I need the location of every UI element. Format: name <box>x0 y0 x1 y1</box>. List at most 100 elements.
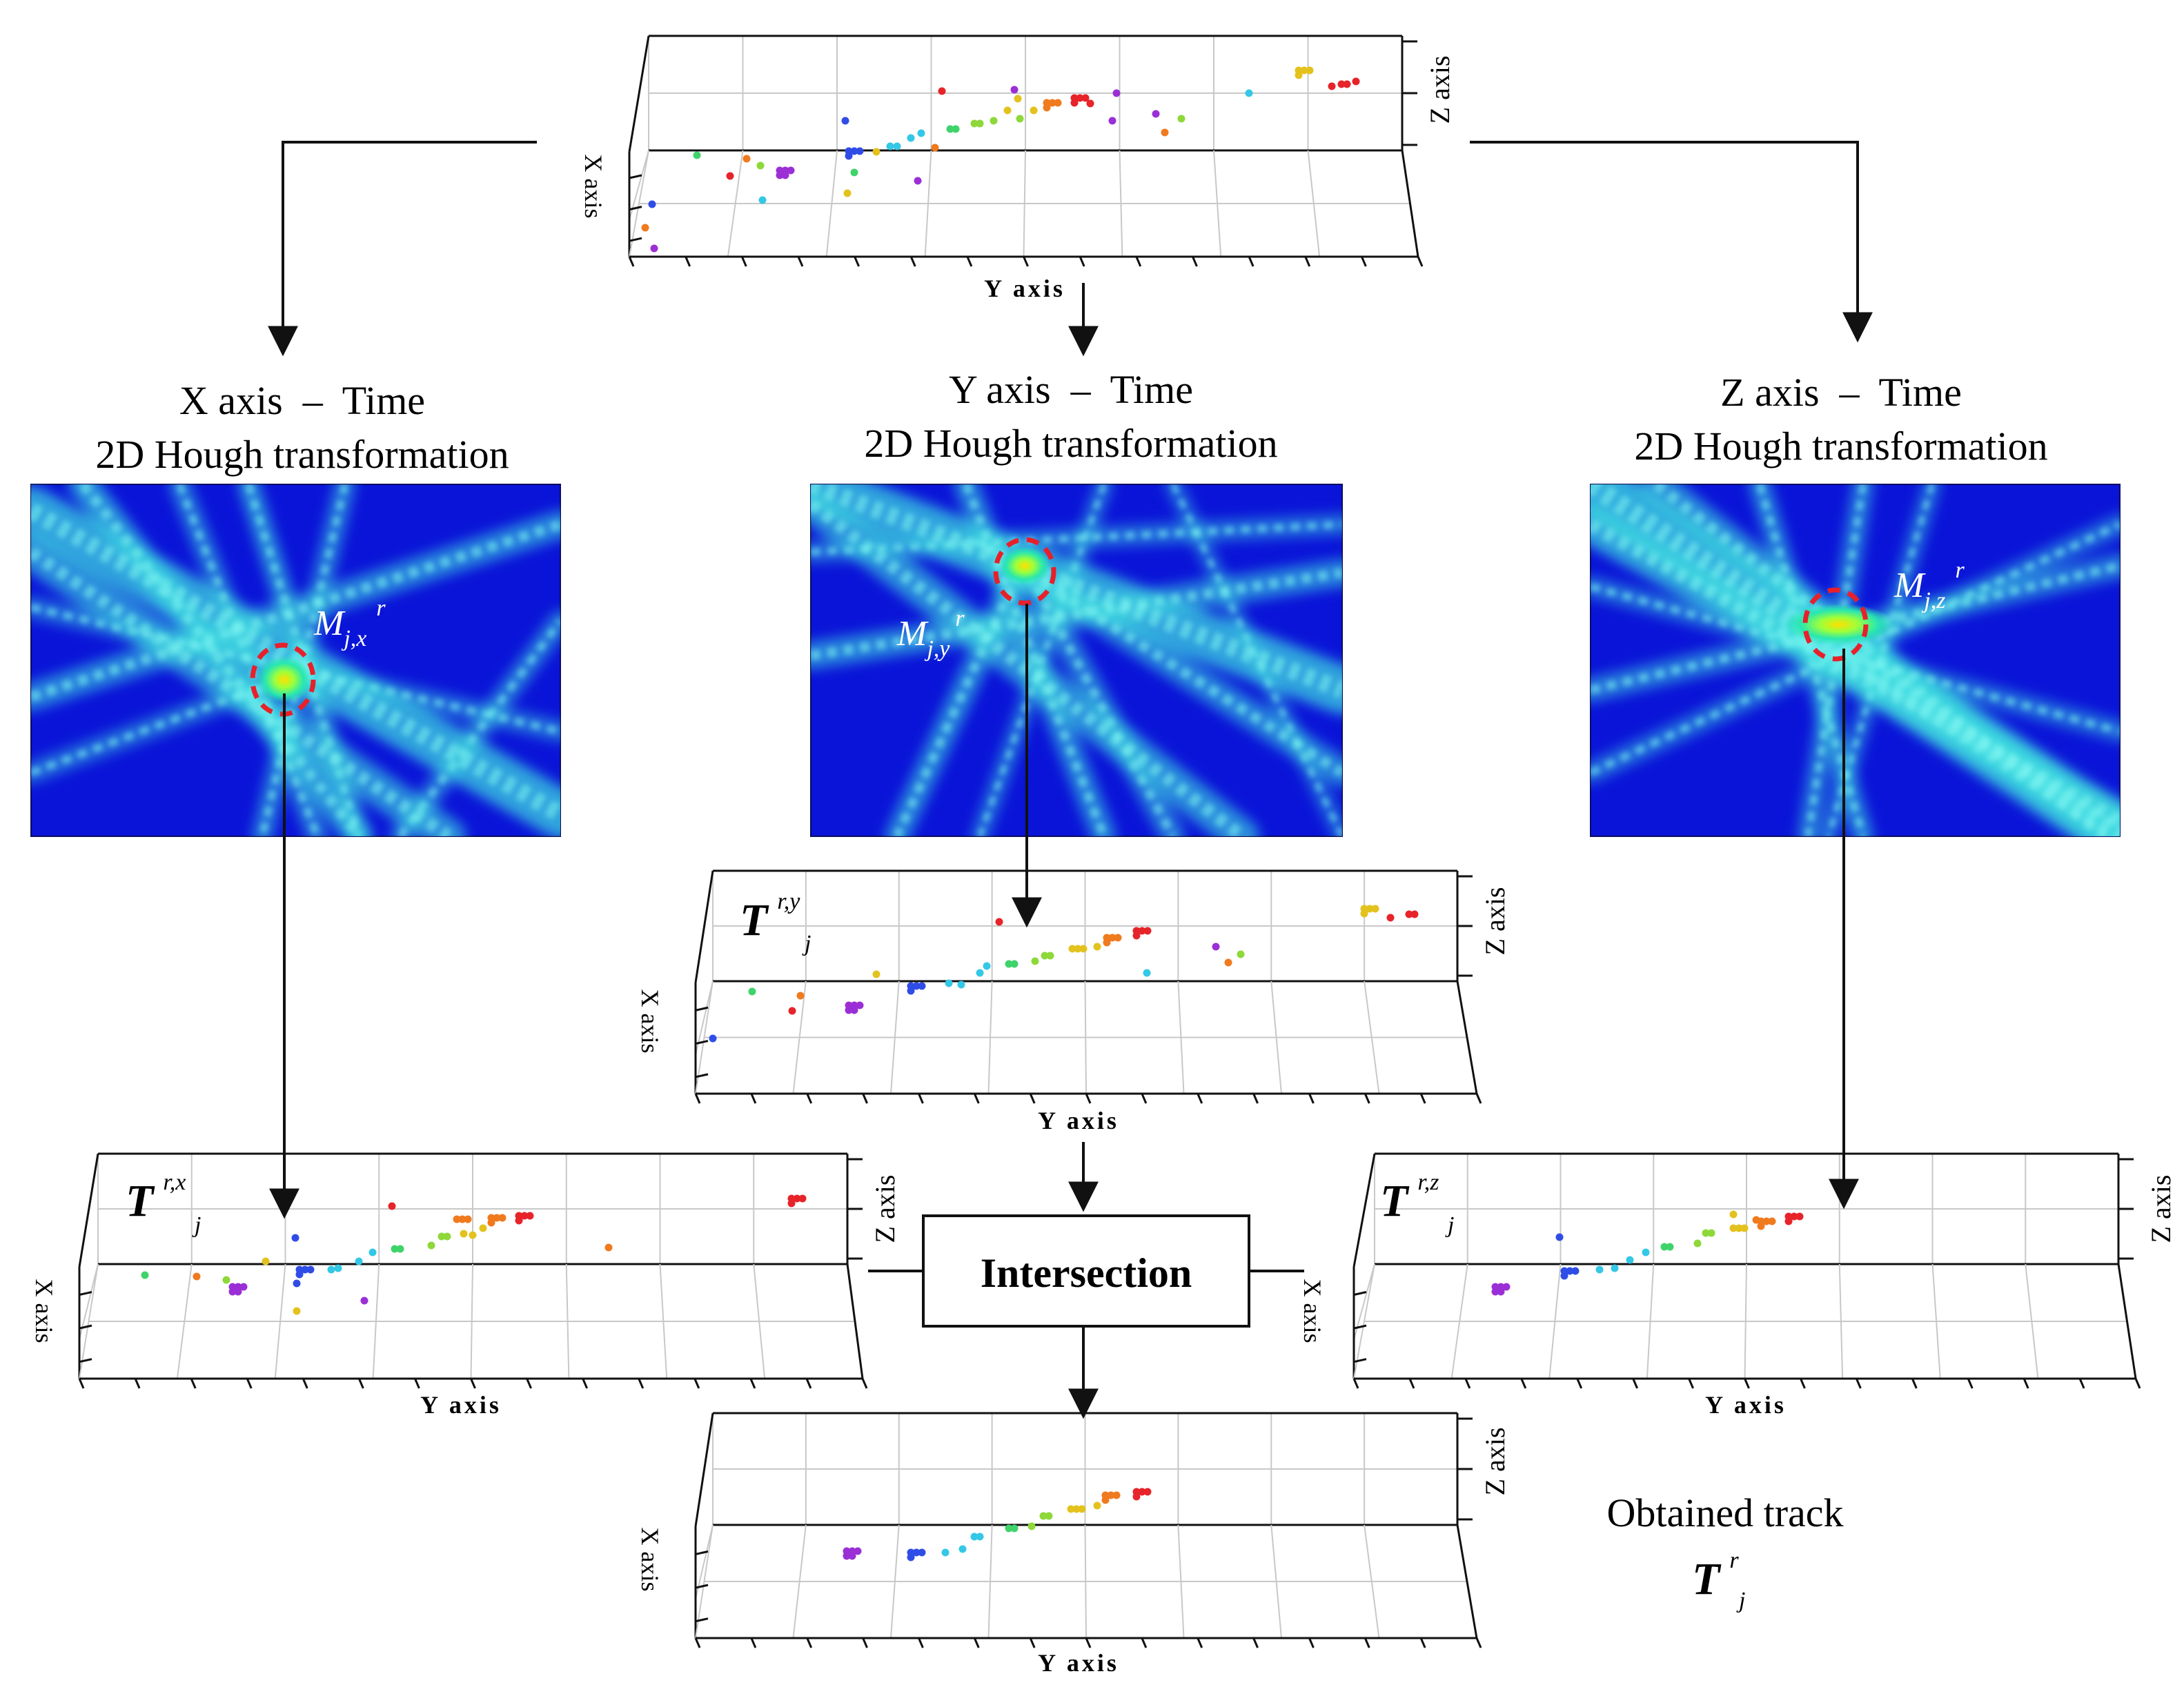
data-point <box>1039 1512 1047 1520</box>
tick <box>1023 256 1029 267</box>
tick <box>973 1637 980 1648</box>
tick <box>694 1637 701 1648</box>
z-axis-label: Z axis <box>1479 1428 1511 1496</box>
data-point <box>301 1265 309 1274</box>
track-points <box>141 1194 807 1315</box>
data-point <box>872 148 881 156</box>
data-point <box>856 147 864 155</box>
data-point <box>788 1007 796 1015</box>
y-axis-label: Y axis <box>1038 1107 1119 1134</box>
hough-map-x <box>30 484 561 837</box>
data-point <box>841 117 849 125</box>
frame-edge <box>694 1412 714 1527</box>
track-points <box>843 1488 1152 1561</box>
frame-edge <box>1456 1524 1478 1639</box>
track-points <box>1491 1210 1804 1296</box>
tick <box>685 256 691 267</box>
plot-frame <box>78 1152 868 1389</box>
hough-ridge <box>31 520 560 702</box>
data-point <box>1642 1248 1650 1256</box>
data-point <box>1003 106 1012 115</box>
hough-ridges-sharp <box>811 484 1342 836</box>
track-plot-final: Y axis Z axis X axis <box>636 1412 1511 1677</box>
data-point <box>854 1547 862 1555</box>
data-point <box>1112 1491 1121 1499</box>
hough-ridge <box>244 484 363 836</box>
data-point <box>1114 934 1122 942</box>
frame-edge <box>846 1263 864 1379</box>
hough-ridge <box>31 673 291 776</box>
data-point <box>1497 1288 1505 1296</box>
tick <box>1576 1378 1583 1389</box>
data-point <box>976 1532 984 1541</box>
frame-edge <box>2117 1263 2137 1379</box>
top-3d-track-plot: Y axis Z axis X axis <box>580 35 1455 302</box>
data-point <box>1068 945 1076 953</box>
obtained-track-label: Obtained track <box>1606 1490 1843 1535</box>
tick <box>78 1378 85 1389</box>
data-point <box>1067 1505 1075 1513</box>
data-point <box>938 87 946 95</box>
data-point <box>907 987 915 995</box>
hough-ridge <box>1825 484 1936 836</box>
tick <box>1967 1378 1974 1389</box>
data-point <box>1224 958 1232 967</box>
tick <box>750 1637 757 1648</box>
data-point <box>941 1548 950 1557</box>
tick <box>2078 1378 2085 1389</box>
data-point <box>262 1257 270 1265</box>
tick <box>1408 1378 1415 1389</box>
tick <box>302 1378 308 1389</box>
data-point <box>781 171 789 179</box>
plot-frame <box>1352 1152 2141 1389</box>
tick <box>918 1093 924 1104</box>
svg-text:X axis – Time: X axis – Time <box>179 378 425 423</box>
data-point <box>787 166 795 175</box>
tick <box>918 1637 924 1648</box>
data-point <box>1143 1488 1152 1496</box>
data-point <box>1702 1229 1710 1237</box>
data-point <box>798 1194 807 1203</box>
data-point <box>1005 1524 1013 1532</box>
tick <box>1029 1637 1036 1648</box>
data-point <box>650 244 658 253</box>
tick <box>1197 1093 1203 1104</box>
data-point <box>1072 1505 1081 1513</box>
data-point <box>1132 1492 1141 1501</box>
data-point <box>912 982 921 990</box>
data-point <box>437 1232 446 1241</box>
peak-circle-marker <box>1802 587 1869 662</box>
data-point <box>1502 1283 1511 1291</box>
svg-text:2D Hough transformation: 2D Hough transformation <box>95 432 509 477</box>
data-point <box>1740 1224 1749 1232</box>
hough-map-y <box>810 484 1343 837</box>
data-point <box>1566 1267 1574 1275</box>
tick <box>695 1550 709 1555</box>
hough-peak <box>257 656 312 703</box>
data-point <box>845 152 853 160</box>
plot-frame <box>694 869 1482 1104</box>
hough-x-title: X axis – Time 2D Hough transformation <box>95 378 509 477</box>
data-point <box>850 1006 858 1014</box>
y-axis-label: Y axis <box>420 1391 502 1419</box>
data-point <box>1093 943 1101 951</box>
svg-text:2D Hough transformation: 2D Hough transformation <box>864 421 1277 466</box>
peak-label-y: Mj,yr <box>896 606 965 662</box>
tick <box>1800 1378 1806 1389</box>
tick <box>1475 1093 1482 1104</box>
track-plot-y: Y axis Z axis X axis <box>636 869 1511 1134</box>
data-point <box>848 1552 856 1560</box>
data-point <box>1757 1222 1765 1230</box>
data-point <box>391 1245 399 1253</box>
frame-edge <box>694 870 714 983</box>
tick <box>79 1358 92 1363</box>
data-point <box>957 980 965 989</box>
tick <box>749 1378 756 1389</box>
plot-frame <box>628 35 1424 267</box>
hough-ridges-sharp <box>1591 484 2120 836</box>
data-point <box>693 151 701 159</box>
hough-ridge <box>397 618 560 836</box>
tick <box>966 256 973 267</box>
data-point <box>368 1248 377 1256</box>
data-point <box>1031 957 1039 965</box>
